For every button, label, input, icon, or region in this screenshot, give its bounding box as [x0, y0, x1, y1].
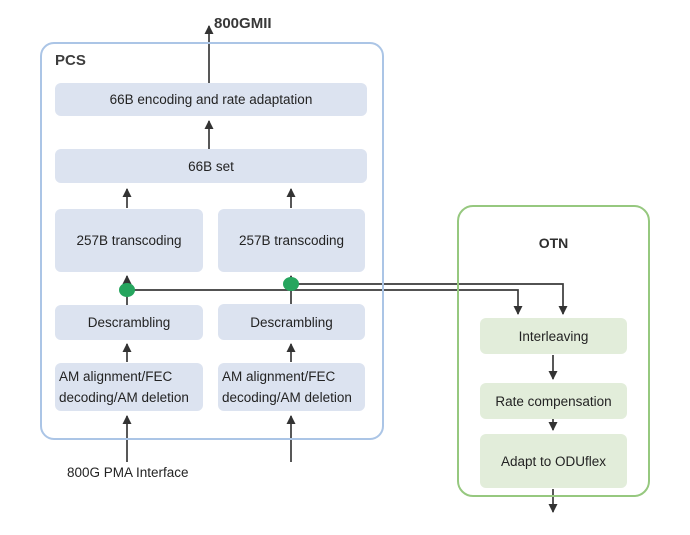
box-66b-encoding-rate-adaptation: 66B encoding and rate adaptation [55, 83, 367, 116]
box-descrambling-left: Descrambling [55, 305, 203, 340]
otn-container: OTN Interleaving Rate compensation Adapt… [457, 205, 650, 497]
box-257b-transcoding-right: 257B transcoding [218, 209, 365, 272]
box-descrambling-right: Descrambling [218, 304, 365, 340]
box-rate-compensation: Rate compensation [480, 383, 627, 419]
am-left-line2: decoding/AM deletion [59, 390, 189, 405]
box-am-alignment-left: AM alignment/FEC decoding/AM deletion [55, 363, 203, 411]
pcs-title: PCS [55, 52, 86, 69]
box-257b-transcoding-left: 257B transcoding [55, 209, 203, 272]
am-right-line2: decoding/AM deletion [222, 390, 352, 405]
box-interleaving: Interleaving [480, 318, 627, 354]
am-right-line1: AM alignment/FEC [222, 369, 336, 384]
box-66b-set: 66B set [55, 149, 367, 183]
box-adapt-to-oduflex: Adapt to ODUflex [480, 434, 627, 488]
top-interface-label: 800GMII [214, 15, 272, 32]
otn-title: OTN [538, 235, 569, 251]
pcs-container: PCS 66B encoding and rate adaptation 66B… [40, 42, 384, 440]
box-am-alignment-right: AM alignment/FEC decoding/AM deletion [218, 363, 365, 411]
am-left-line1: AM alignment/FEC [59, 369, 173, 384]
bottom-interface-label: 800G PMA Interface [67, 465, 189, 480]
